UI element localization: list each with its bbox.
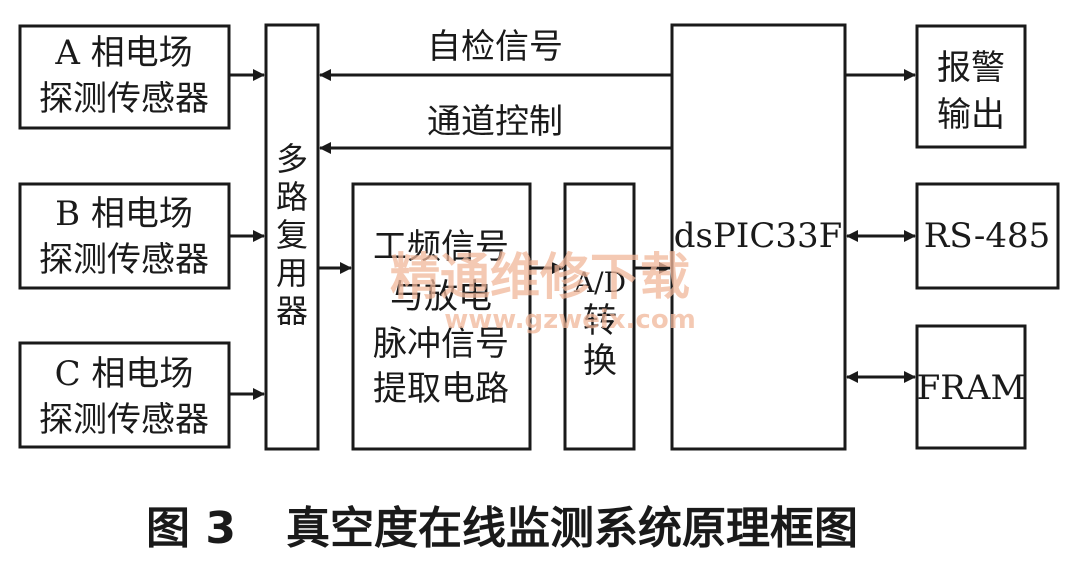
extract-block: 工频信号 与放电 脉冲信号 提取电路	[351, 182, 532, 451]
sensor-b-line1: B 相电场	[55, 194, 193, 234]
alarm-line2: 输出	[937, 95, 1005, 135]
mux-label: 多路复用器	[276, 140, 308, 330]
mcu-label: dsPIC33F	[674, 216, 842, 256]
sensor-c-block: C 相电场 探测传感器	[18, 341, 231, 449]
mux-label-char: 多	[276, 140, 308, 178]
rs485-block: RS-485	[915, 182, 1060, 290]
self-check-label: 自检信号	[427, 27, 563, 67]
extract-line3: 脉冲信号	[373, 324, 509, 364]
adc-block: A/D 转 换	[563, 182, 636, 451]
mux-box	[264, 23, 320, 451]
rs485-box	[915, 182, 1060, 290]
rs485-label: RS-485	[924, 216, 1051, 256]
fram-box	[915, 324, 1027, 450]
alarm-line1: 报警	[937, 48, 1005, 88]
sensor-a-line2: 探测传感器	[39, 79, 209, 119]
mcu-box	[670, 23, 847, 451]
extract-line4: 提取电路	[373, 369, 509, 409]
sensor-c-line1: C 相电场	[55, 354, 194, 394]
fram-block: FRAM	[915, 324, 1027, 450]
channel-control-label: 通道控制	[427, 102, 563, 142]
sensor-b-line2: 探测传感器	[39, 240, 209, 280]
sensor-a-block: A 相电场 探测传感器	[18, 24, 231, 130]
adc-box	[563, 182, 636, 451]
extract-line2: 与放电	[390, 277, 492, 317]
adc-line2: 转	[583, 301, 617, 341]
adc-line3: 换	[583, 341, 617, 381]
mux-label-char: 复	[276, 216, 308, 254]
watermark-url: www.gzweix.com	[444, 305, 696, 335]
sensor-c-box	[18, 341, 231, 449]
sensor-a-box	[18, 24, 231, 130]
mcu-block: dsPIC33F	[670, 23, 847, 451]
figure-number: 图 3	[146, 503, 236, 554]
sensor-a-line1: A 相电场	[54, 33, 192, 73]
sensor-b-block: B 相电场 探测传感器	[18, 182, 231, 290]
alarm-block: 报警 输出	[915, 24, 1027, 149]
mux-block: 多路复用器	[264, 23, 320, 451]
mux-label-char: 器	[276, 292, 308, 330]
alarm-box	[915, 24, 1027, 149]
extract-line1: 工频信号	[373, 227, 509, 267]
figure-title: 真空度在线监测系统原理框图	[286, 503, 858, 554]
sensor-b-box	[18, 182, 231, 290]
adc-line1: A/D	[573, 266, 626, 299]
watermark-text: 精通维修下载	[390, 248, 690, 306]
extract-box	[351, 182, 532, 451]
mux-label-char: 用	[276, 254, 308, 292]
fram-label: FRAM	[917, 368, 1026, 408]
mux-label-char: 路	[276, 178, 308, 216]
sensor-c-line2: 探测传感器	[39, 400, 209, 440]
